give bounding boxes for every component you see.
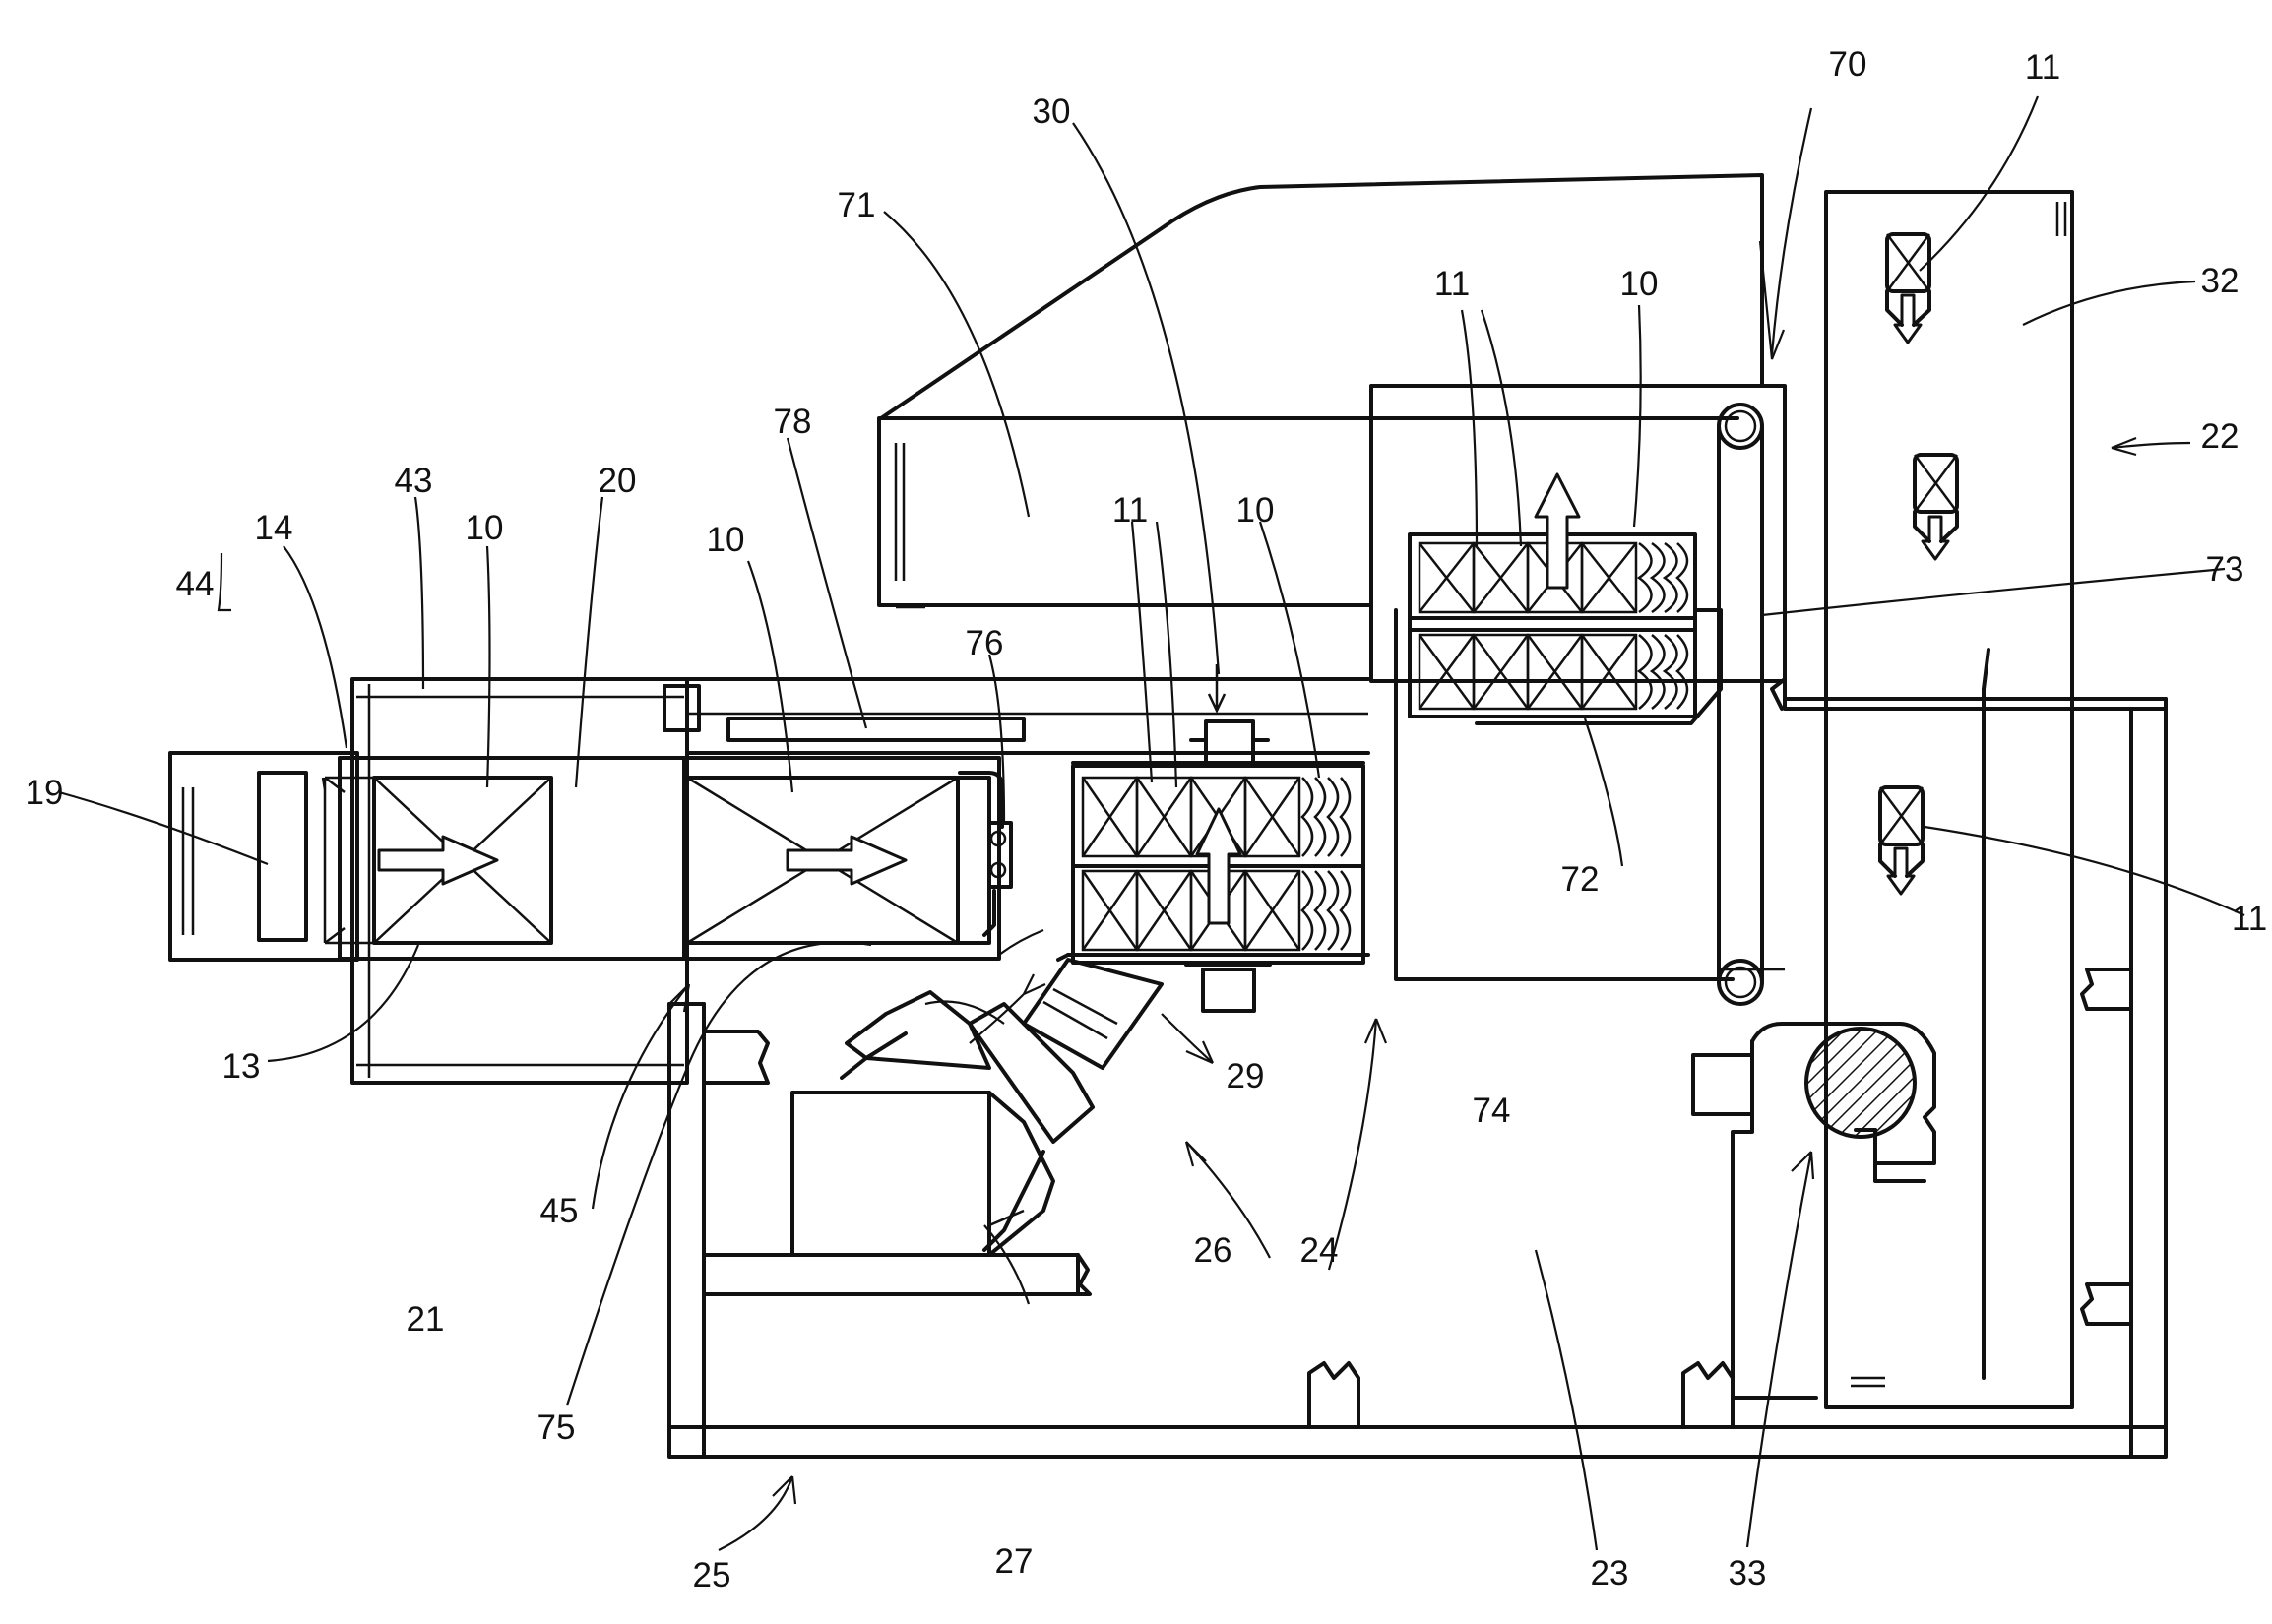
- label-71: 71: [838, 186, 876, 224]
- foot-left: [1309, 1363, 1358, 1427]
- vertical-conveyor-22: [1826, 192, 2072, 1407]
- gripper-head-30: [1058, 664, 1368, 1011]
- label-29: 29: [1227, 1057, 1265, 1095]
- flow-arrow-right-2: [788, 837, 906, 884]
- label-23: 23: [1591, 1554, 1629, 1593]
- label-45: 45: [540, 1192, 579, 1230]
- infeed-section: [170, 753, 357, 960]
- down-arrow-30: [1209, 664, 1225, 711]
- gripper-top-connector: [1206, 721, 1253, 766]
- container-11-top: [1887, 234, 1929, 343]
- lower-row-units: [1420, 635, 1687, 709]
- label-72: 72: [1561, 860, 1600, 899]
- robot-arm-29: [1024, 960, 1162, 1068]
- label-10-b: 10: [707, 521, 745, 559]
- vertical-conveyor-frame: [1826, 192, 2072, 1407]
- label-30: 30: [1033, 93, 1071, 131]
- label-73: 73: [2206, 550, 2244, 589]
- label-10-d: 10: [1620, 265, 1659, 303]
- label-27: 27: [995, 1542, 1034, 1581]
- label-10-c: 10: [1236, 491, 1275, 530]
- label-78: 78: [774, 403, 812, 441]
- label-22: 22: [2201, 417, 2240, 456]
- label-25: 25: [693, 1556, 731, 1594]
- flow-arrow-up-upper: [1536, 474, 1579, 588]
- left-conveyor-frame: [352, 679, 687, 1083]
- label-44: 44: [176, 565, 215, 603]
- leader-lines: [59, 96, 2244, 1550]
- drive-shaft: [1806, 1029, 1915, 1137]
- label-76: 76: [966, 624, 1004, 662]
- label-13: 13: [222, 1047, 261, 1086]
- base-frame-25: [669, 679, 2166, 1457]
- label-24: 24: [1300, 1231, 1339, 1270]
- label-33: 33: [1729, 1554, 1767, 1593]
- base-frame-outline: [669, 699, 2166, 1457]
- robot-base: [792, 1093, 989, 1255]
- rail-78: [664, 679, 1368, 758]
- drive-33: [1693, 1024, 1934, 1398]
- label-11-b: 11: [1434, 265, 1470, 303]
- infeed-gate: [259, 773, 306, 940]
- label-21: 21: [407, 1300, 445, 1339]
- label-74: 74: [1473, 1092, 1511, 1130]
- label-26: 26: [1194, 1231, 1232, 1270]
- label-20: 20: [599, 462, 637, 500]
- label-11-a: 11: [1112, 491, 1148, 530]
- label-43: 43: [395, 462, 433, 500]
- label-11-c: 11: [2025, 48, 2060, 87]
- label-10-a: 10: [466, 509, 504, 547]
- label-75: 75: [537, 1408, 576, 1447]
- label-70: 70: [1829, 45, 1867, 84]
- storage-unit-70: [1371, 386, 1785, 1004]
- robot-arm-26: [792, 960, 1162, 1255]
- label-11-d: 11: [2232, 900, 2267, 938]
- gripper-bottom-connector: [1203, 969, 1254, 1011]
- foot-right: [1683, 1363, 1733, 1427]
- container-11-mid: [1915, 455, 1957, 559]
- label-14: 14: [255, 509, 293, 547]
- drive-motor: [1693, 1055, 1752, 1114]
- container-11-low: [1880, 787, 1923, 894]
- label-32: 32: [2201, 262, 2240, 300]
- label-19: 19: [26, 774, 64, 812]
